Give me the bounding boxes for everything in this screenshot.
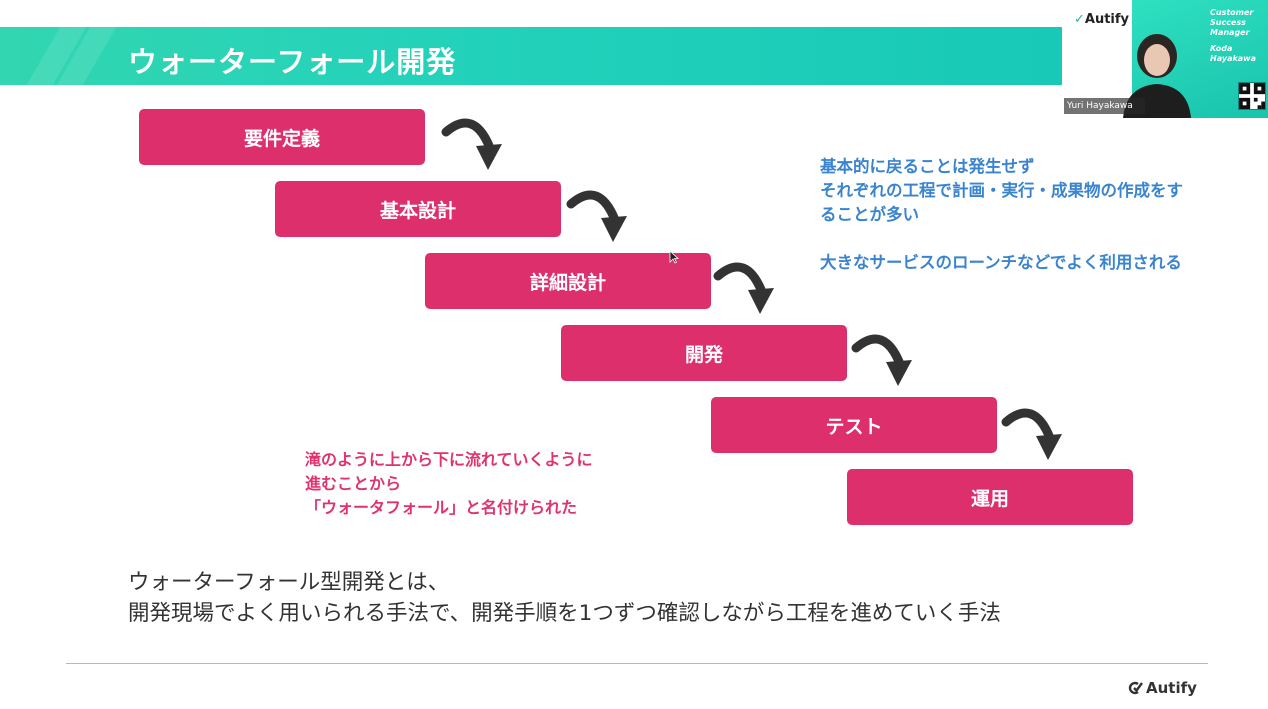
- role-line: Customer: [1210, 8, 1254, 17]
- person-line: Koda: [1210, 44, 1233, 53]
- name-origin-note: 滝のように上から下に流れていくように 進むことから 「ウォータフォール」と名付け…: [305, 448, 593, 520]
- mouse-cursor-icon: [669, 250, 679, 264]
- curved-arrow-icon: [851, 334, 912, 386]
- curved-arrow-icon: [566, 190, 627, 242]
- definition-line: ウォーターフォール型開発とは、: [128, 570, 450, 595]
- step-operation: 運用: [847, 469, 1133, 525]
- participant-name: Yuri Hayakawa: [1064, 98, 1145, 114]
- note-line: ることが多い: [820, 205, 919, 224]
- title-banner: ウォーターフォール開発: [0, 27, 1062, 85]
- autify-logo-icon: [1128, 681, 1143, 695]
- footer-logo: Autify: [1127, 679, 1197, 697]
- step-requirements: 要件定義: [139, 109, 425, 165]
- footer-divider: [66, 663, 1208, 664]
- note-line: 大きなサービスのローンチなどでよく利用される: [820, 253, 1182, 272]
- footer-logo-text: Autify: [1146, 679, 1197, 697]
- step-development: 開発: [561, 325, 847, 381]
- note-line: それぞれの工程で計画・実行・成果物の作成をす: [820, 181, 1183, 200]
- definition-text: ウォーターフォール型開発とは、 開発現場でよく用いられる手法で、開発手順を1つず…: [128, 567, 1001, 629]
- step-detailed-design: 詳細設計: [425, 253, 711, 309]
- step-testing: テスト: [711, 397, 997, 453]
- characteristics-note: 基本的に戻ることは発生せず それぞれの工程で計画・実行・成果物の作成をす ること…: [820, 155, 1260, 275]
- note-line: 滝のように上から下に流れていくように: [305, 450, 593, 469]
- role-line: Manager: [1210, 28, 1250, 37]
- note-line: 「ウォータフォール」と名付けられた: [305, 498, 578, 517]
- autify-logo-icon: ✓: [1074, 12, 1085, 27]
- qr-code-icon: [1238, 82, 1266, 110]
- person-line: Hayakawa: [1210, 54, 1256, 63]
- webcam-logo-text: Autify: [1084, 12, 1130, 27]
- webcam-logo: ✓Autify: [1074, 12, 1129, 27]
- role-line: Success: [1210, 18, 1246, 27]
- webcam-sidebar-text: Customer Success Manager Koda Hayakawa: [1210, 8, 1266, 64]
- curved-arrow-icon: [1001, 408, 1062, 460]
- definition-line: 開発現場でよく用いられる手法で、開発手順を1つずつ確認しながら工程を進めていく手…: [128, 601, 1001, 626]
- note-line: 基本的に戻ることは発生せず: [820, 157, 1035, 176]
- slide-title: ウォーターフォール開発: [128, 45, 457, 79]
- curved-arrow-icon: [713, 262, 774, 314]
- step-basic-design: 基本設計: [275, 181, 561, 237]
- note-line: 進むことから: [305, 474, 402, 493]
- curved-arrow-icon: [441, 118, 502, 170]
